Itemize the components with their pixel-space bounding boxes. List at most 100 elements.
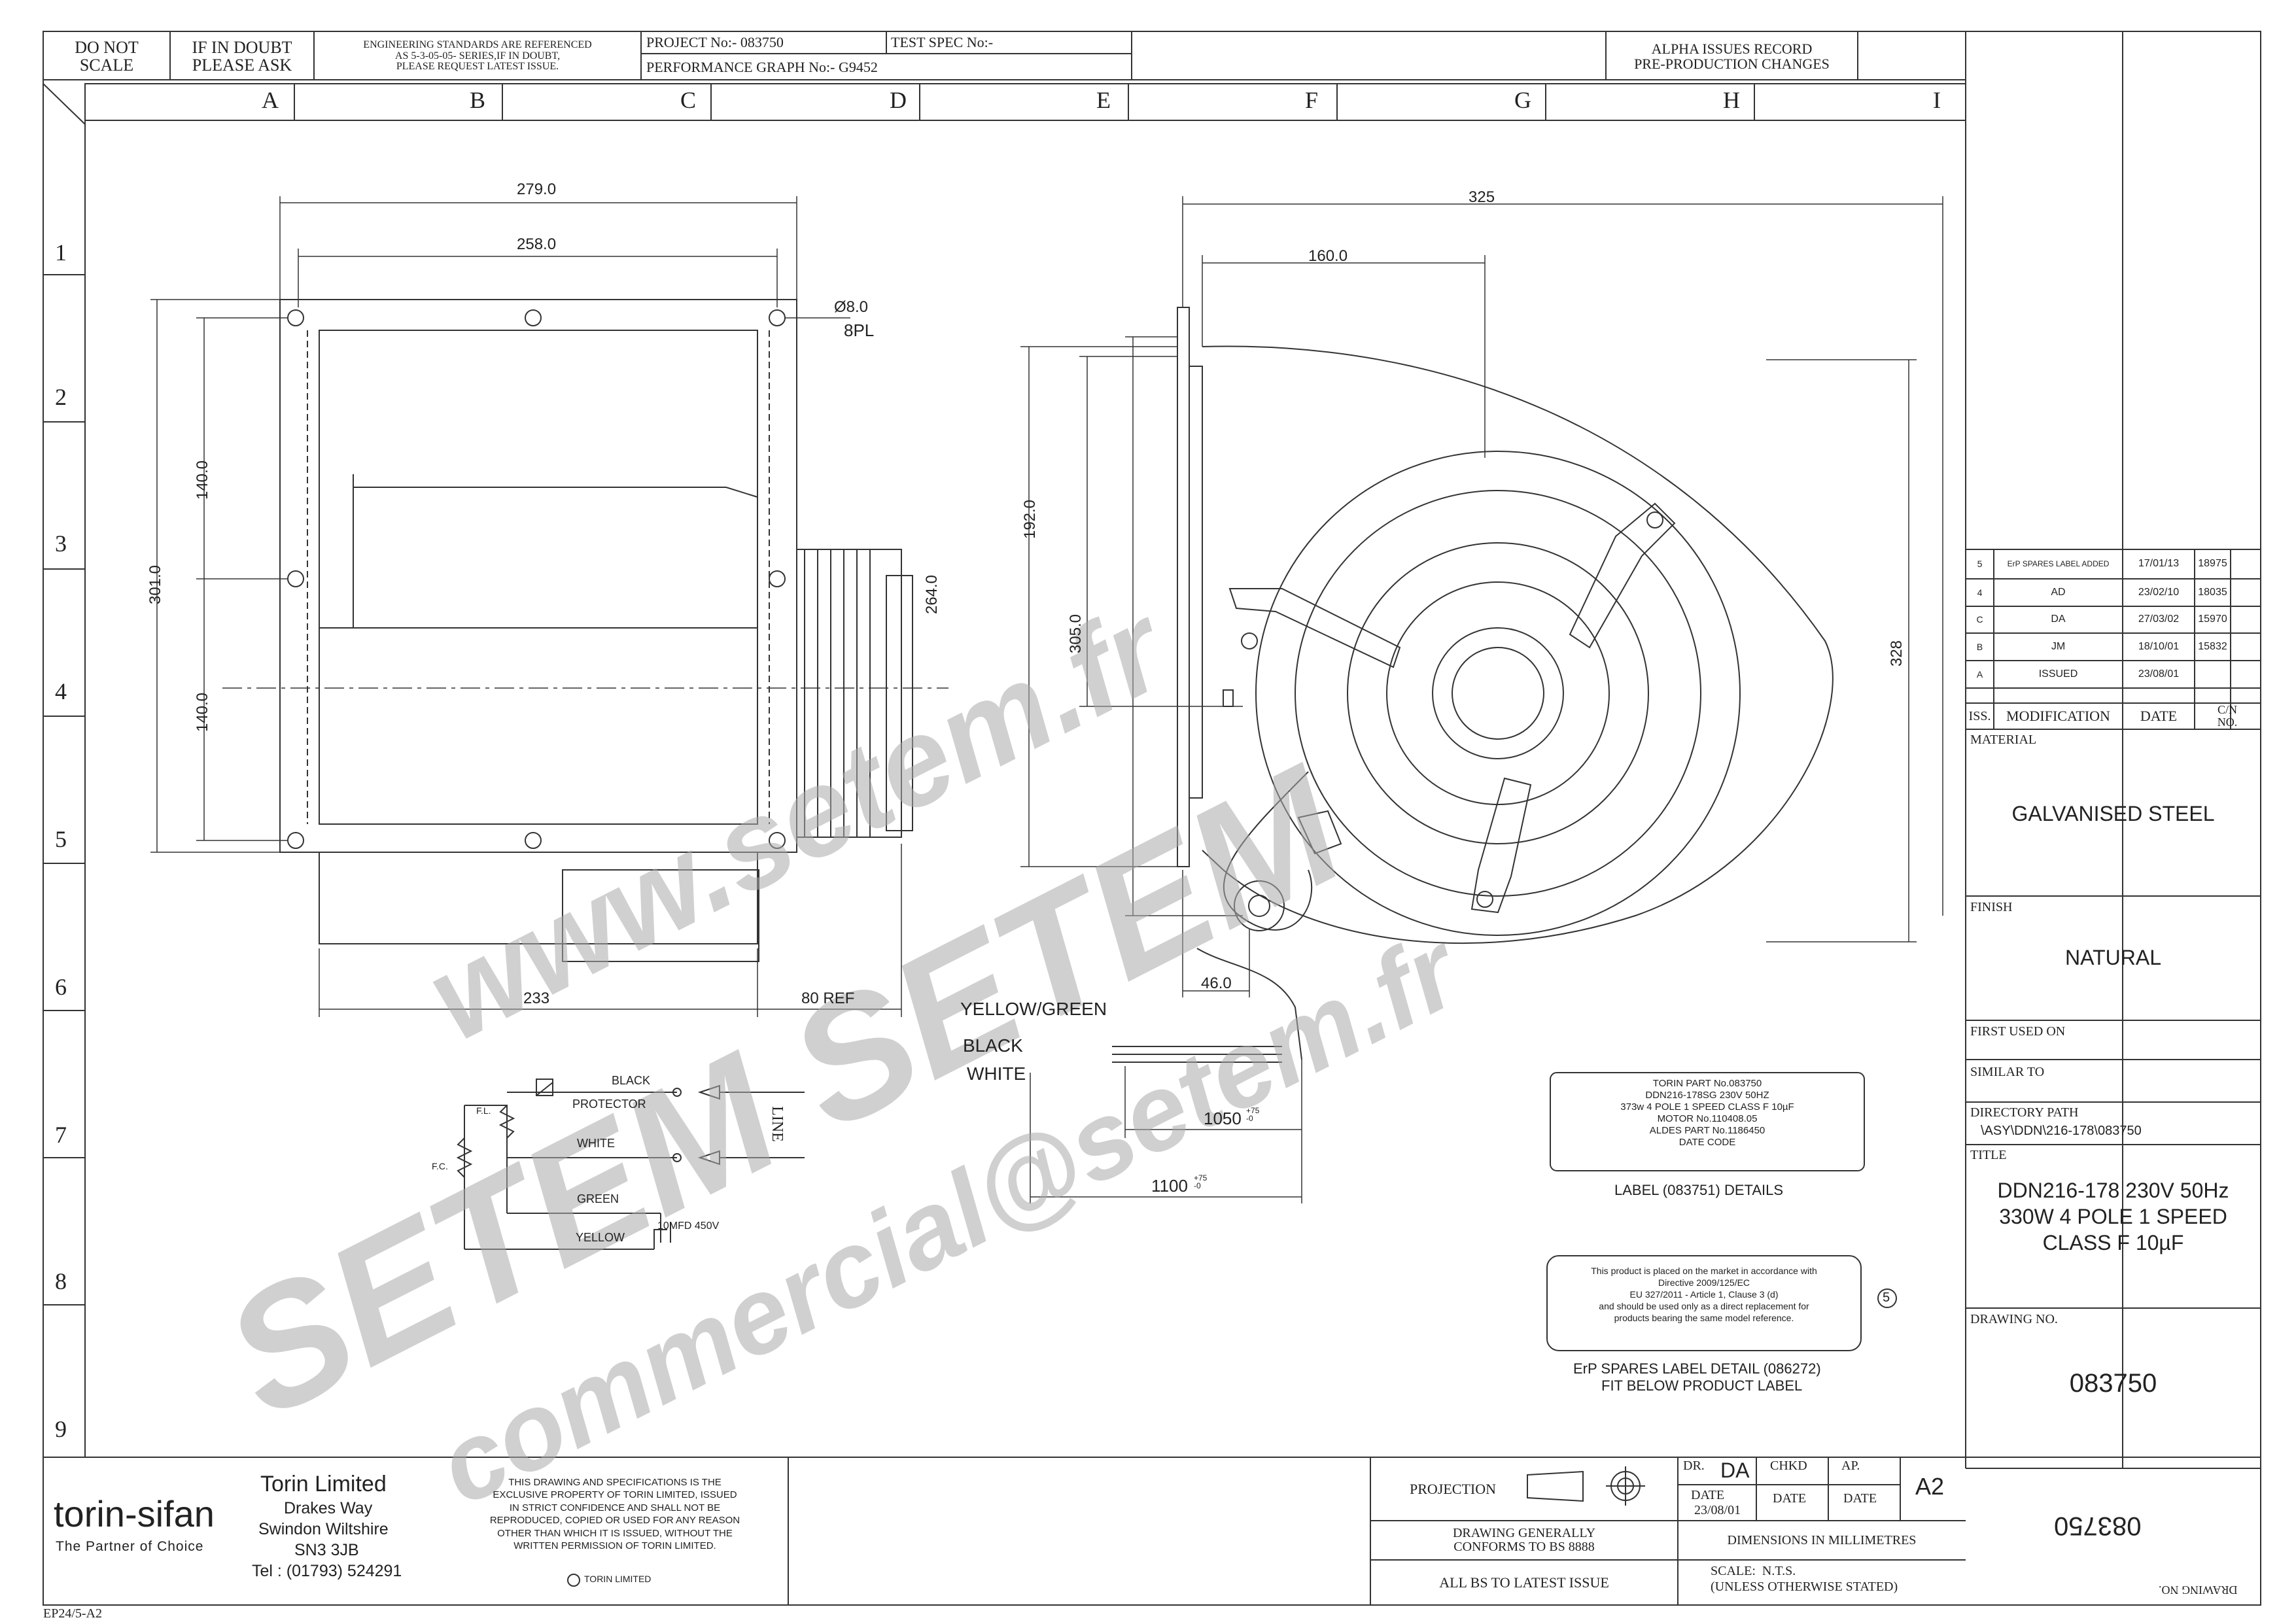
- drawing-no-label: DRAWING NO.: [1970, 1312, 2058, 1326]
- dim-140-bottom: 140.0: [194, 692, 212, 733]
- footer-code: EP24/5-A2: [43, 1606, 102, 1621]
- lead-yellow-green: YELLOW/GREEN: [960, 999, 1107, 1019]
- ap-label: AP.: [1841, 1459, 1860, 1473]
- grid-row-6: 6: [55, 974, 67, 1000]
- first-used-label: FIRST USED ON: [1970, 1024, 2066, 1039]
- chkd-label: CHKD: [1770, 1459, 1807, 1473]
- label-caption: LABEL (083751) DETAILS: [1614, 1182, 1784, 1198]
- scale-note: SCALE: N.T.S. (UNLESS OTHERWISE STATED): [1711, 1564, 1898, 1594]
- dim-160: 160.0: [1308, 247, 1348, 265]
- erp-label-box: This product is placed on the market in …: [1549, 1265, 1859, 1324]
- rev-cn-4: 18035: [2198, 586, 2227, 598]
- erp-marker: 5: [1883, 1290, 1890, 1305]
- rev-cn-a: [2195, 661, 2231, 688]
- performance-graph: PERFORMANCE GRAPH No:- G9452: [646, 59, 878, 75]
- rev-cn-5: 18975: [2198, 558, 2227, 570]
- date-label-1: DATE: [1691, 1488, 1725, 1502]
- rev-mod-a: ISSUED: [2038, 668, 2078, 680]
- drawing-no-label-inverted: DRAWING NO.: [2159, 1583, 2238, 1597]
- drawing-number-inverted: 083750: [2054, 1512, 2142, 1540]
- grid-row-5: 5: [55, 826, 67, 852]
- rev-date-4: 23/02/10: [2138, 586, 2180, 598]
- dim-46: 46.0: [1201, 975, 1232, 992]
- grid-row-2: 2: [55, 384, 67, 410]
- label-line-2: DDN216-178SG 230V 50HZ: [1645, 1090, 1769, 1101]
- product-label-box: TORIN PART No.083750 DDN216-178SG 230V 5…: [1550, 1078, 1864, 1149]
- grid-col-g: G: [1514, 87, 1531, 113]
- dim-233: 233: [523, 990, 550, 1007]
- dr-label: DR.: [1683, 1459, 1705, 1473]
- rev-iss-b: B: [1976, 641, 1983, 652]
- lead-white: WHITE: [967, 1063, 1026, 1084]
- rev-cn-b: 15832: [2198, 640, 2227, 652]
- grid-row-3: 3: [55, 530, 67, 557]
- dim-279: 279.0: [517, 181, 557, 198]
- drawing-number: 083750: [2069, 1369, 2157, 1398]
- if-in-doubt: IF IN DOUBT PLEASE ASK: [192, 37, 292, 75]
- rev-iss-c: C: [1976, 614, 1983, 625]
- grid-col-c: C: [680, 87, 697, 113]
- grid-row-9: 9: [55, 1416, 67, 1442]
- bs-conformance: DRAWING GENERALLY CONFORMS TO BS 8888: [1452, 1526, 1596, 1554]
- wire-white: WHITE: [577, 1137, 615, 1150]
- copyright-note: TORIN LIMITED: [584, 1574, 652, 1584]
- dim-1050-tol: +75 -0: [1246, 1106, 1260, 1123]
- rev-mod-b: JM: [2051, 640, 2066, 652]
- grid-col-i: I: [1933, 87, 1941, 113]
- rev-header-mod: MODIFICATION: [2006, 708, 2110, 725]
- rev-date-a: 23/08/01: [2138, 668, 2180, 680]
- dim-80-ref: 80 REF: [801, 990, 855, 1007]
- similar-to-label: SIMILAR TO: [1970, 1065, 2045, 1079]
- standards-note: ENGINEERING STANDARDS ARE REFERENCED AS …: [363, 39, 592, 73]
- erp-line-5: products bearing the same model referenc…: [1614, 1313, 1794, 1323]
- dim-258: 258.0: [517, 235, 557, 253]
- address-line-2: Swindon Wiltshire: [258, 1520, 389, 1538]
- rev-header-date: DATE: [2140, 708, 2178, 725]
- lead-black: BLACK: [963, 1035, 1023, 1056]
- grid-col-b: B: [470, 87, 486, 113]
- rev-date-5: 17/01/13: [2138, 558, 2180, 570]
- grid-col-a: A: [262, 87, 279, 113]
- grid-col-f: F: [1305, 87, 1319, 113]
- brand-logo: torin-sifan: [54, 1493, 215, 1534]
- dim-305: 305.0: [1067, 613, 1085, 654]
- grid-row-8: 8: [55, 1268, 67, 1294]
- dim-hole: Ø8.0: [834, 298, 869, 316]
- address-line-1: Drakes Way: [284, 1499, 373, 1517]
- dim-1050: 1050: [1204, 1109, 1242, 1128]
- rev-mod-c: DA: [2051, 613, 2066, 625]
- grid-row-1: 1: [55, 239, 67, 266]
- wire-black: BLACK: [612, 1074, 651, 1087]
- wire-yellow: YELLOW: [576, 1231, 625, 1244]
- material-value: GALVANISED STEEL: [2011, 802, 2215, 826]
- label-line-1: TORIN PART No.083750: [1652, 1078, 1762, 1089]
- all-bs-latest: ALL BS TO LATEST ISSUE: [1439, 1574, 1609, 1591]
- dim-1100: 1100: [1151, 1176, 1188, 1196]
- label-line-4: MOTOR No.110408.05: [1657, 1113, 1758, 1124]
- title-label: TITLE: [1970, 1148, 2007, 1162]
- rev-iss-5: 5: [1977, 559, 1983, 570]
- dim-264: 264.0: [923, 574, 941, 615]
- rev-iss-a: A: [1976, 668, 1983, 680]
- finish-label: FINISH: [1970, 900, 2013, 914]
- rev-date-c: 27/03/02: [2138, 613, 2180, 625]
- date-label-2: DATE: [1773, 1491, 1807, 1506]
- erp-line-2: Directive 2009/125/EC: [1658, 1277, 1750, 1288]
- sheet-size: A2: [1915, 1473, 1945, 1500]
- rev-mod-4: AD: [2051, 586, 2066, 598]
- grid-row-7: 7: [55, 1122, 67, 1148]
- date-label-3: DATE: [1843, 1491, 1877, 1506]
- drawing-title: DDN216-178 230V 50Hz 330W 4 POLE 1 SPEED…: [1997, 1179, 2229, 1254]
- confidential-notice: THIS DRAWING AND SPECIFICATIONS IS THE E…: [489, 1476, 740, 1552]
- grid-col-h: H: [1723, 87, 1740, 113]
- directory-label: DIRECTORY PATH: [1970, 1105, 2079, 1120]
- grid-row-4: 4: [55, 678, 67, 704]
- test-spec: TEST SPEC No:-: [891, 34, 994, 50]
- finish-value: NATURAL: [2065, 946, 2161, 970]
- erp-caption-2: FIT BELOW PRODUCT LABEL: [1601, 1377, 1803, 1394]
- wire-protector: PROTECTOR: [572, 1097, 646, 1111]
- projection-label: PROJECTION: [1410, 1481, 1497, 1497]
- grid-col-e: E: [1096, 87, 1111, 113]
- brand-tagline: The Partner of Choice: [56, 1539, 204, 1554]
